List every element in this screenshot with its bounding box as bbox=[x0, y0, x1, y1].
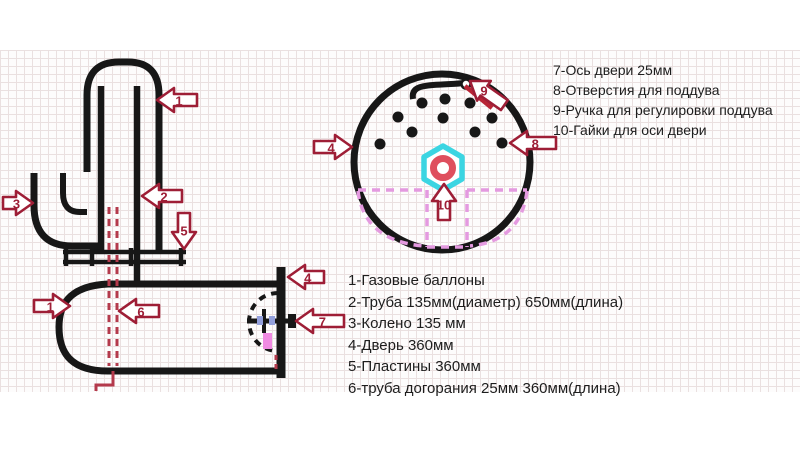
callout-arrow-shape bbox=[140, 182, 184, 210]
callout-number-4: 4 bbox=[327, 141, 335, 156]
callout-number-3: 3 bbox=[13, 197, 20, 212]
callout-number-7: 7 bbox=[319, 315, 326, 330]
callout-arrow-shape bbox=[294, 307, 346, 335]
legend-body-parts: 1-Газовые баллоны 2-Труба 135мм(диаметр) … bbox=[348, 270, 623, 399]
callout-arrow-shape bbox=[32, 292, 72, 320]
callout-number-10: 10 bbox=[437, 197, 451, 212]
legend-body-line-1: 1-Газовые баллоны bbox=[348, 272, 485, 289]
axis-nut-mark-left bbox=[257, 316, 263, 325]
graph-paper-background bbox=[0, 50, 800, 392]
damper-slot-arc bbox=[409, 80, 465, 100]
callout-number-1: 1 bbox=[47, 300, 54, 315]
air-hole-1 bbox=[416, 97, 428, 109]
legend-door-line-4: 10-Гайки для оси двери bbox=[553, 122, 707, 138]
air-holes bbox=[374, 93, 508, 150]
afterburn-tube-foot bbox=[94, 371, 115, 391]
air-hole-7 bbox=[406, 126, 418, 138]
callout-arrow-6: 6 bbox=[117, 297, 161, 325]
air-hole-5 bbox=[437, 112, 449, 124]
legend-body-line-4: 4-Дверь 360мм bbox=[348, 336, 454, 354]
legend-body-line-5: 5-Пластины 360мм bbox=[348, 358, 481, 375]
callout-arrow-8: 8 bbox=[508, 129, 558, 157]
air-hole-2 bbox=[439, 93, 451, 105]
door-circle-outline bbox=[350, 70, 534, 254]
callout-number-1: 1 bbox=[175, 94, 182, 109]
callout-number-4: 4 bbox=[304, 271, 312, 286]
callout-arrow-4: 4 bbox=[312, 133, 354, 161]
door-pink-mark bbox=[263, 333, 272, 349]
callout-number-9: 9 bbox=[480, 84, 487, 99]
callout-arrow-shape bbox=[508, 129, 558, 157]
callout-arrow-10: 10 bbox=[430, 182, 458, 222]
air-hole-10 bbox=[496, 137, 508, 149]
door-axis-end-plate bbox=[288, 314, 296, 328]
callout-arrow-shape bbox=[286, 263, 326, 291]
ash-zone-left-arc bbox=[356, 190, 425, 248]
callout-arrow-shape bbox=[312, 133, 354, 161]
elbow-outer-line bbox=[30, 173, 99, 252]
callout-arrow-shape bbox=[430, 182, 458, 222]
legend-door-line-2: 8-Отверстия для поддува bbox=[553, 82, 720, 98]
callout-arrow-shape bbox=[170, 211, 198, 251]
legend-door-line-3: 9-Ручка для регулировки поддува bbox=[553, 102, 773, 118]
air-hole-6 bbox=[486, 112, 498, 124]
legend-door-parts: 7-Ось двери 25мм 8-Отверстия для поддува 9… bbox=[553, 60, 773, 140]
axis-ring bbox=[430, 155, 456, 181]
callout-arrow-shape bbox=[1, 189, 35, 217]
cylinder-left-cap bbox=[55, 280, 109, 375]
callout-arrow-shape bbox=[468, 79, 510, 112]
callout-arrow-shape bbox=[155, 86, 199, 114]
legend-body-line-2: 2-Труба 135мм(диаметр) 650мм(длина) bbox=[348, 293, 624, 311]
air-hole-3 bbox=[464, 97, 476, 109]
legend-body-line-3: 3-Колено 135 мм bbox=[348, 315, 466, 332]
callout-number-8: 8 bbox=[532, 137, 539, 152]
callout-arrow-1: 1 bbox=[155, 86, 199, 114]
callout-number-5: 5 bbox=[180, 224, 187, 239]
chimney-outer-outline bbox=[83, 58, 163, 250]
axis-nut-mark-right bbox=[269, 316, 275, 325]
callout-number-6: 6 bbox=[137, 305, 144, 320]
flange-plates bbox=[63, 248, 186, 266]
callout-arrow-2: 2 bbox=[140, 182, 184, 210]
elbow-inner-line bbox=[60, 173, 87, 215]
callout-arrow-7: 7 bbox=[294, 307, 346, 335]
callout-arrow-3: 3 bbox=[1, 189, 35, 217]
callout-arrow-4: 4 bbox=[286, 263, 326, 291]
air-hole-9 bbox=[374, 138, 386, 150]
callout-arrow-shape bbox=[117, 297, 161, 325]
air-hole-8 bbox=[469, 126, 481, 138]
ash-zone-right-arc bbox=[469, 190, 529, 248]
callout-arrow-5: 5 bbox=[170, 211, 198, 251]
legend-body-line-6: 6-труба догорания 25мм 360мм(длина) bbox=[348, 379, 621, 397]
callout-number-2: 2 bbox=[160, 190, 167, 205]
air-hole-4 bbox=[392, 111, 404, 123]
callout-arrow-1: 1 bbox=[32, 292, 72, 320]
callout-arrow-9: 9 bbox=[468, 79, 510, 112]
legend-door-line-1: 7-Ось двери 25мм bbox=[553, 62, 673, 78]
callout-arrows: 1 2 5 3 1 6 4 7 4 8 9 10 bbox=[1, 79, 558, 335]
ash-zone-dashed-outline bbox=[356, 188, 529, 249]
